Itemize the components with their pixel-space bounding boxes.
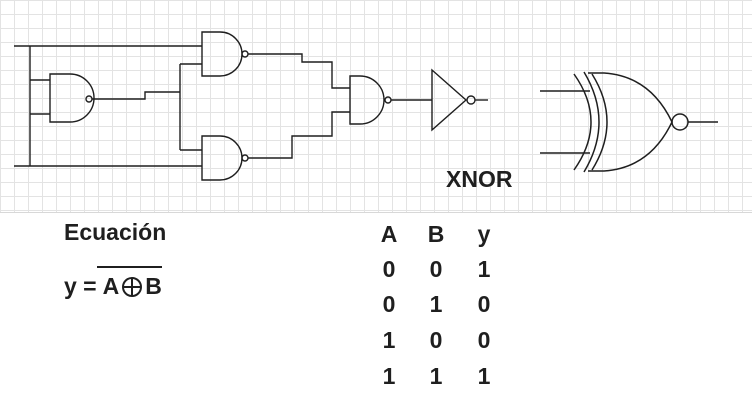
truth-table-cell: 0	[477, 291, 491, 317]
equation-lhs: y =	[64, 273, 97, 299]
xnor-gate-symbol	[540, 71, 718, 173]
equation-overbar-group: A B	[96, 266, 163, 299]
truth-table-cell: 1	[429, 291, 443, 317]
equation: y = A B	[64, 266, 163, 299]
mid-wires	[248, 53, 350, 159]
nand-gate-3	[201, 135, 249, 181]
equation-var-b: B	[145, 273, 162, 299]
truth-table-cell: 0	[382, 256, 396, 282]
truth-table-cell: 0	[429, 256, 443, 282]
truth-table-header: y	[477, 221, 491, 247]
logic-circuit	[14, 31, 718, 181]
equation-var-a: A	[102, 273, 120, 299]
truth-table-header: A	[380, 221, 398, 247]
truth-table-cell: 1	[477, 363, 491, 389]
nand-gate-2	[201, 31, 249, 77]
schematic-grid	[0, 0, 752, 213]
truth-table-cell: 1	[382, 327, 396, 353]
truth-table-cell: 1	[429, 363, 443, 389]
gate-label: XNOR	[446, 166, 513, 192]
truth-table-cell: 1	[382, 363, 396, 389]
truth-table-cell: 0	[477, 327, 491, 353]
truth-table-header: B	[427, 221, 445, 247]
truth-table-cell: 0	[429, 327, 443, 353]
truth-table-cell: 1	[477, 256, 491, 282]
input-wires	[14, 45, 202, 167]
nand-gate-1	[49, 73, 95, 123]
xor-operator-icon	[122, 276, 143, 297]
nand1-output-wire	[92, 63, 202, 151]
equation-title: Ecuación	[64, 219, 167, 245]
truth-table-cell: 0	[382, 291, 396, 317]
nand-gate-4	[349, 75, 392, 125]
not-gate	[431, 68, 488, 132]
